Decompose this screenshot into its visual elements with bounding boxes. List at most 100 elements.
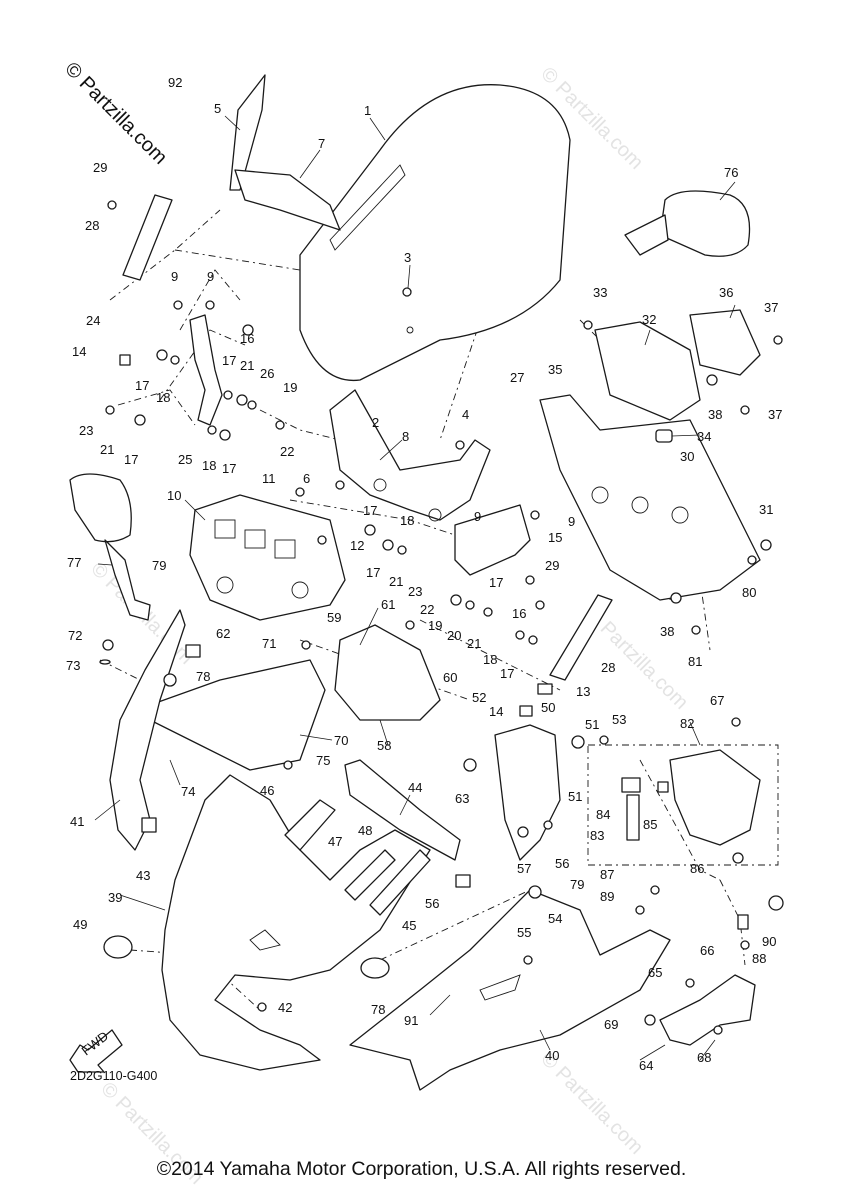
part-cover-32 (594, 321, 701, 421)
part-stay-8 (329, 389, 491, 522)
callout-76: 76 (724, 165, 738, 180)
callout-83: 83 (590, 828, 604, 843)
callout-79: 79 (152, 558, 166, 573)
callout-11: 11 (262, 471, 276, 486)
part-inner-panel-59 (334, 624, 441, 721)
callout-24: 24 (86, 313, 100, 328)
callout-12: 12 (350, 538, 364, 553)
callout-21: 21 (467, 636, 481, 651)
callout-15: 15 (548, 530, 562, 545)
callout-77: 77 (67, 555, 81, 570)
callout-36: 36 (719, 285, 733, 300)
callout-31: 31 (759, 502, 773, 517)
part-box-82 (669, 749, 761, 846)
part-bracket-64 (659, 974, 756, 1046)
callout-6: 6 (303, 471, 310, 486)
callout-49: 49 (73, 917, 87, 932)
callout-69: 69 (604, 1017, 618, 1032)
callout-63: 63 (455, 791, 469, 806)
callout-17: 17 (124, 452, 138, 467)
part-visor-5 (229, 74, 266, 191)
part-garnish-46-48 (284, 799, 431, 916)
callout-74: 74 (181, 784, 195, 799)
callout-78: 78 (196, 669, 210, 684)
part-strip-28 (122, 194, 613, 681)
part-meter-10 (189, 494, 346, 621)
callout-25: 25 (178, 452, 192, 467)
callout-22: 22 (420, 602, 434, 617)
callout-41: 41 (70, 814, 84, 829)
callout-20: 20 (447, 628, 461, 643)
part-mirror-77 (69, 473, 151, 621)
callout-labels: 92 1 5 7 29 28 76 3 9 9 16 24 14 17 18 1… (66, 75, 782, 1073)
callout-14: 14 (489, 704, 503, 719)
callout-30: 30 (680, 449, 694, 464)
callout-17: 17 (500, 666, 514, 681)
callout-73: 73 (66, 658, 80, 673)
callout-7: 7 (318, 136, 325, 151)
callout-92: 92 (168, 75, 182, 90)
callout-65: 65 (648, 965, 662, 980)
callout-23: 23 (408, 584, 422, 599)
callout-81: 81 (688, 654, 702, 669)
callout-34: 34 (697, 429, 711, 444)
small-hardware (99, 200, 784, 1035)
callout-61: 61 (381, 597, 395, 612)
callout-2: 2 (372, 415, 379, 430)
part-bracket-7 (234, 169, 341, 231)
callout-62: 62 (216, 626, 230, 641)
callout-29: 29 (93, 160, 107, 175)
diagram-code: 2D2G110-G400 (70, 1069, 158, 1083)
watermark-text: © Partzilla.com (536, 1048, 647, 1159)
callout-29: 29 (545, 558, 559, 573)
callout-86: 86 (690, 861, 704, 876)
callout-5: 5 (214, 101, 221, 116)
callout-9: 9 (474, 509, 481, 524)
callout-51: 51 (568, 789, 582, 804)
callout-18: 18 (156, 390, 170, 405)
callout-54: 54 (548, 911, 562, 926)
callout-91: 91 (404, 1013, 418, 1028)
callout-37: 37 (764, 300, 778, 315)
callout-18: 18 (202, 458, 216, 473)
callout-67: 67 (710, 693, 724, 708)
part-front-cowl-39 (161, 774, 431, 1071)
part-side-cowl-70 (149, 659, 326, 771)
callout-90: 90 (762, 934, 776, 949)
part-arm-25 (189, 314, 223, 426)
callout-19: 19 (428, 618, 442, 633)
callout-89: 89 (600, 889, 614, 904)
callout-84: 84 (596, 807, 610, 822)
callout-17: 17 (222, 461, 236, 476)
callout-21: 21 (100, 442, 114, 457)
callout-45: 45 (402, 918, 416, 933)
part-lower-cowl-40 (349, 889, 671, 1091)
callout-28: 28 (601, 660, 615, 675)
callout-13: 13 (576, 684, 590, 699)
callout-47: 47 (328, 834, 342, 849)
callout-56: 56 (555, 856, 569, 871)
callout-17: 17 (366, 565, 380, 580)
part-bracket-36 (689, 309, 761, 376)
callout-9: 9 (171, 269, 178, 284)
leader-lines (94, 115, 736, 1061)
callout-82: 82 (680, 716, 694, 731)
callout-75: 75 (316, 753, 330, 768)
callout-37: 37 (768, 407, 782, 422)
callout-52: 52 (472, 690, 486, 705)
callout-60: 60 (443, 670, 457, 685)
part-air-duct-50 (494, 724, 561, 861)
callout-85: 85 (643, 817, 657, 832)
callout-8: 8 (402, 429, 409, 444)
callout-28: 28 (85, 218, 99, 233)
callout-18: 18 (400, 513, 414, 528)
callout-21: 21 (240, 358, 254, 373)
callout-27: 27 (510, 370, 524, 385)
callout-39: 39 (108, 890, 122, 905)
callout-9: 9 (207, 269, 214, 284)
callout-48: 48 (358, 823, 372, 838)
part-frame-27 (539, 394, 761, 601)
callout-18: 18 (483, 652, 497, 667)
callout-3: 3 (404, 250, 411, 265)
callout-14: 14 (72, 344, 86, 359)
